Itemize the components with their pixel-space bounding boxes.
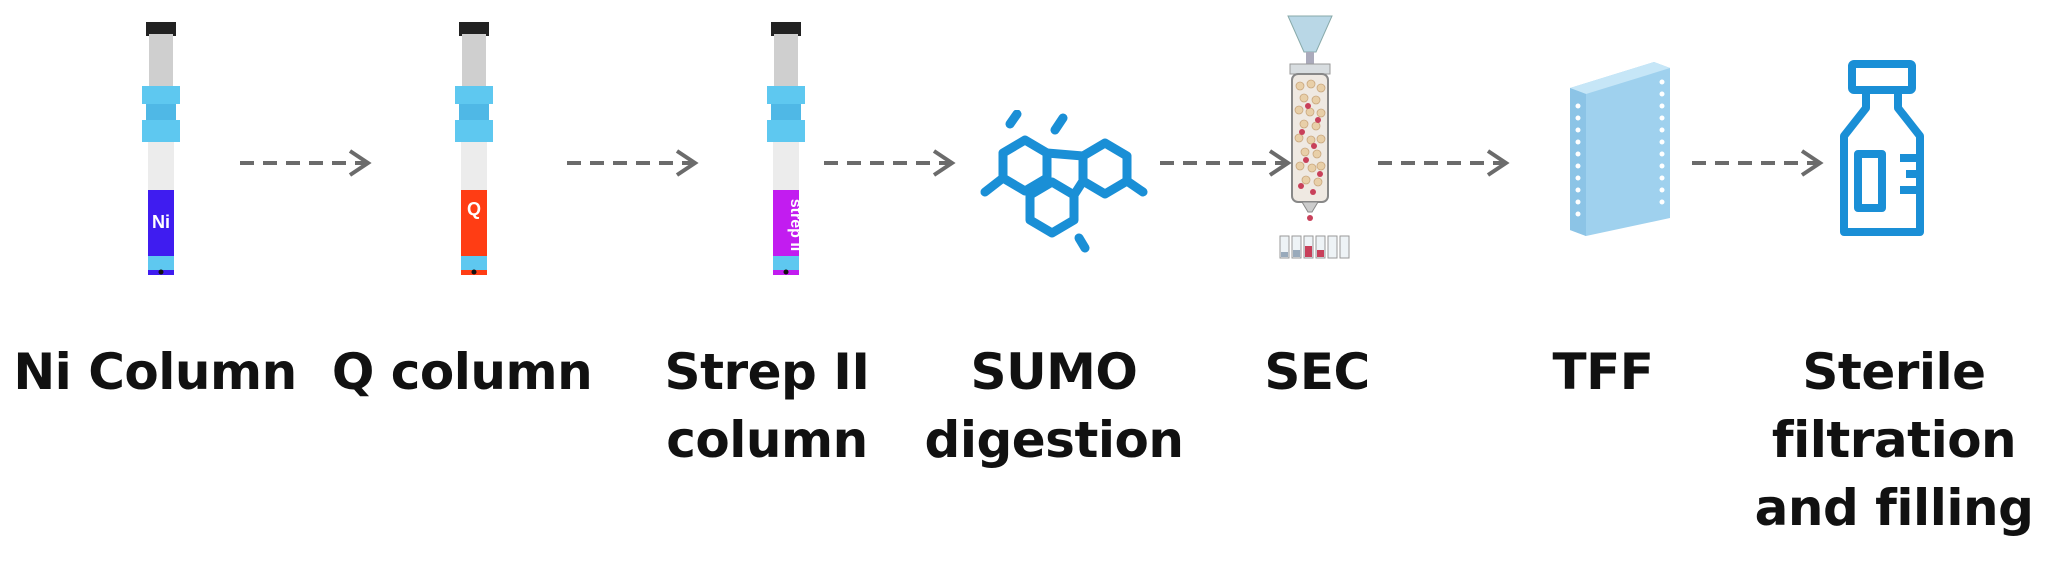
arrow-6 — [1692, 149, 1824, 177]
tff-cassette-icon — [1570, 62, 1670, 236]
label-line: filtration — [1771, 411, 2017, 469]
label-sec: SEC — [1264, 338, 1370, 406]
arrow-3 — [824, 149, 956, 177]
label-line: SEC — [1264, 343, 1370, 401]
label-sterile-filtration: Sterile filtration and filling — [1755, 338, 2034, 542]
ni-column-icon: Ni — [142, 22, 180, 275]
label-line: TFF — [1552, 343, 1654, 401]
arrow-4 — [1160, 149, 1292, 177]
arrow-5 — [1378, 149, 1510, 177]
label-line: Strep II — [664, 343, 870, 401]
arrow-1 — [240, 149, 372, 177]
label-q-column: Q column — [331, 338, 593, 406]
label-line: and filling — [1754, 479, 2034, 537]
ni-column-text: Ni — [152, 212, 170, 232]
q-column-text: Q — [467, 199, 481, 219]
strep-column-icon: strep II — [767, 22, 805, 275]
label-sumo-digestion: SUMO digestion — [925, 338, 1184, 474]
sec-column-icon — [1279, 15, 1350, 259]
label-line: column — [666, 411, 868, 469]
sumo-molecule-icon — [980, 110, 1148, 253]
strep-column-text: strep II — [787, 199, 804, 251]
arrow-2 — [567, 149, 699, 177]
label-tff: TFF — [1553, 338, 1654, 406]
label-line: Sterile — [1802, 343, 1986, 401]
label-line: Ni Column — [13, 343, 297, 401]
label-line: SUMO — [970, 343, 1138, 401]
label-ni-column: Ni Column — [13, 338, 297, 406]
label-line: digestion — [924, 411, 1184, 469]
vial-icon — [1840, 60, 1924, 236]
label-line: Q column — [331, 343, 593, 401]
label-strep-column: Strep II column — [665, 338, 870, 474]
q-column-icon: Q — [455, 22, 493, 275]
